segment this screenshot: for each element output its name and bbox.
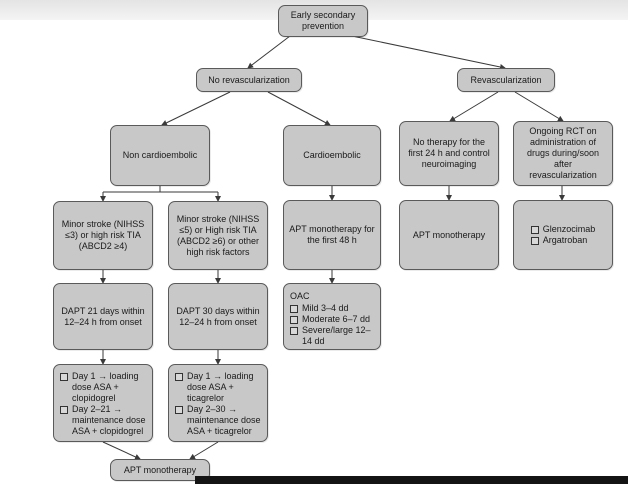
- node-no-revascularization: No revascularization: [196, 68, 302, 92]
- node-label: Ongoing RCT on administration of drugs d…: [526, 126, 600, 180]
- node-minor-stroke-nihss5: Minor stroke (NIHSS ≤5) or High risk TIA…: [168, 201, 268, 270]
- node-regimen-ticagrelor: Day 1 → loading dose ASA + ticagrelor Da…: [168, 364, 268, 442]
- checkbox-icon: [175, 373, 183, 381]
- node-dapt-21-days: DAPT 21 days within 12–24 h from onset: [53, 283, 153, 350]
- node-apt-monotherapy-48h: APT monotherapy for the first 48 h: [283, 200, 381, 270]
- regimen-item: Day 1 → loading dose ASA + ticagrelor: [175, 371, 262, 404]
- oac-title: OAC: [290, 291, 310, 301]
- node-label: Minor stroke (NIHSS ≤3) or high risk TIA…: [61, 219, 145, 251]
- regimen-label: Day 1 → loading dose ASA + ticagrelor: [187, 371, 254, 403]
- node-label: No revascularization: [208, 74, 290, 85]
- node-dapt-30-days: DAPT 30 days within 12–24 h from onset: [168, 283, 268, 350]
- regimen-list: Day 1 → loading dose ASA + ticagrelor Da…: [175, 371, 262, 437]
- node-drug-options: Glenzocimab Argatroban: [513, 200, 613, 270]
- oac-list: Mild 3–4 dd Moderate 6–7 dd Severe/large…: [290, 303, 375, 347]
- regimen-item: Day 2–21 → maintenance dose ASA + clopid…: [60, 404, 147, 437]
- node-early-secondary-prevention: Early secondary prevention: [278, 5, 368, 37]
- regimen-label: Day 2–21 → maintenance dose ASA + clopid…: [72, 404, 146, 436]
- checkbox-icon: [530, 237, 539, 245]
- node-oac: OAC Mild 3–4 dd Moderate 6–7 dd Severe/l…: [283, 283, 381, 350]
- regimen-list: Day 1 → loading dose ASA + clopidogrel D…: [60, 371, 147, 437]
- oac-content: OAC Mild 3–4 dd Moderate 6–7 dd Severe/l…: [290, 291, 375, 347]
- node-apt-monotherapy-final: APT monotherapy: [110, 459, 210, 481]
- node-label: APT monotherapy for the first 48 h: [289, 224, 375, 245]
- oac-item: Severe/large 12–14 dd: [290, 325, 375, 347]
- node-label: APT monotherapy: [123, 464, 197, 475]
- node-non-cardioembolic: Non cardioembolic: [110, 125, 210, 186]
- node-label: Minor stroke (NIHSS ≤5) or High risk TIA…: [176, 213, 260, 257]
- oac-item-label: Severe/large 12–14 dd: [302, 325, 371, 346]
- drug-label: Glenzocimab: [542, 224, 596, 234]
- checkbox-icon: [60, 406, 68, 414]
- checkbox-icon: [290, 316, 298, 324]
- oac-item: Moderate 6–7 dd: [290, 314, 375, 325]
- checkbox-icon: [60, 373, 68, 381]
- drug-item: Glenzocimab: [530, 224, 596, 235]
- checkbox-icon: [290, 327, 298, 335]
- node-label: Non cardioembolic: [122, 150, 198, 160]
- node-label: DAPT 21 days within 12–24 h from onset: [61, 305, 145, 327]
- node-label: No therapy for the first 24 h and contro…: [408, 137, 490, 169]
- node-label: Early secondary prevention: [290, 10, 356, 31]
- node-minor-stroke-nihss3: Minor stroke (NIHSS ≤3) or high risk TIA…: [53, 201, 153, 270]
- checkbox-icon: [530, 226, 539, 234]
- drug-list: Glenzocimab Argatroban: [530, 224, 596, 246]
- checkbox-icon: [175, 406, 183, 414]
- regimen-item: Day 1 → loading dose ASA + clopidogrel: [60, 371, 147, 404]
- oac-item-label: Mild 3–4 dd: [302, 303, 349, 313]
- node-label: Cardioembolic: [303, 150, 361, 160]
- regimen-label: Day 1 → loading dose ASA + clopidogrel: [72, 371, 139, 403]
- oac-item: Mild 3–4 dd: [290, 303, 375, 314]
- node-regimen-clopidogrel: Day 1 → loading dose ASA + clopidogrel D…: [53, 364, 153, 442]
- node-cardioembolic: Cardioembolic: [283, 125, 381, 186]
- node-no-therapy-first-24h: No therapy for the first 24 h and contro…: [399, 121, 499, 186]
- node-apt-monotherapy-revasc: APT monotherapy: [399, 200, 499, 270]
- node-label: Revascularization: [470, 74, 542, 85]
- oac-item-label: Moderate 6–7 dd: [302, 314, 371, 324]
- regimen-label: Day 2–30 → maintenance dose ASA + ticagr…: [187, 404, 261, 436]
- bottom-frame-bar: [195, 476, 628, 484]
- node-label: APT monotherapy: [412, 229, 486, 240]
- node-ongoing-rct: Ongoing RCT on administration of drugs d…: [513, 121, 613, 186]
- node-revascularization: Revascularization: [457, 68, 555, 92]
- checkbox-icon: [290, 305, 298, 313]
- drug-label: Argatroban: [542, 235, 588, 245]
- node-label: DAPT 30 days within 12–24 h from onset: [176, 305, 260, 327]
- drug-item: Argatroban: [530, 235, 596, 246]
- regimen-item: Day 2–30 → maintenance dose ASA + ticagr…: [175, 404, 262, 437]
